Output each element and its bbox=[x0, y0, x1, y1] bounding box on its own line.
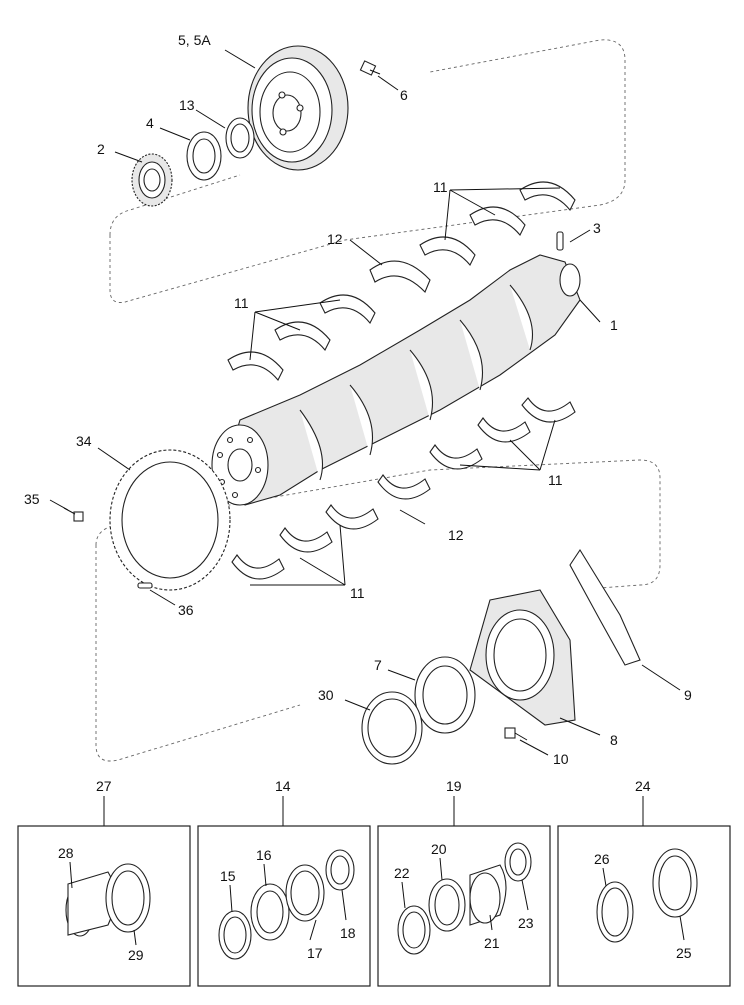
rear-seal-housing bbox=[469, 589, 576, 726]
kit-box-14 bbox=[197, 796, 371, 987]
callout-11-lower-right: 11 bbox=[548, 472, 563, 488]
callout-8: 8 bbox=[610, 732, 618, 748]
upper-dashed-outline bbox=[109, 39, 626, 303]
callout-36: 36 bbox=[178, 602, 194, 618]
rear-oil-seal-7 bbox=[414, 656, 476, 734]
callout-34: 34 bbox=[76, 433, 92, 449]
callout-19: 19 bbox=[446, 778, 462, 794]
crankshaft-gear bbox=[131, 153, 173, 207]
callout-11-upper-left: 11 bbox=[234, 295, 249, 311]
ring-bolt bbox=[63, 507, 84, 522]
kit-box-24 bbox=[557, 796, 731, 987]
callout-15: 15 bbox=[220, 868, 236, 884]
callout-30: 30 bbox=[318, 687, 334, 703]
leader-lines bbox=[49, 49, 681, 756]
housing-bolt bbox=[504, 727, 528, 741]
crankshaft bbox=[211, 254, 581, 506]
callout-12-upper: 12 bbox=[327, 231, 343, 247]
callout-35: 35 bbox=[24, 491, 40, 507]
callout-labels: 1 2 3 4 5, 5A 6 7 8 9 10 11 11 11 11 12 … bbox=[24, 32, 692, 963]
upper-main-bearings bbox=[227, 181, 576, 381]
callout-26: 26 bbox=[594, 851, 610, 867]
dowel-pin-3 bbox=[556, 231, 564, 251]
kit-box-27 bbox=[17, 796, 191, 987]
callout-17: 17 bbox=[307, 945, 323, 961]
callout-7: 7 bbox=[374, 657, 382, 673]
rear-gasket bbox=[569, 548, 641, 666]
callout-24: 24 bbox=[635, 778, 651, 794]
callout-23: 23 bbox=[518, 915, 534, 931]
callout-11-lower-left: 11 bbox=[350, 585, 365, 601]
callout-16: 16 bbox=[256, 847, 272, 863]
spacer-ring-4 bbox=[186, 131, 222, 181]
callout-5-5a: 5, 5A bbox=[178, 32, 211, 48]
pin-36 bbox=[137, 582, 153, 589]
callout-6: 6 bbox=[400, 87, 408, 103]
callout-3: 3 bbox=[593, 220, 601, 236]
callout-22: 22 bbox=[394, 865, 410, 881]
callout-10: 10 bbox=[553, 751, 569, 767]
callout-20: 20 bbox=[431, 841, 447, 857]
pulley-bolt bbox=[359, 60, 381, 76]
callout-13: 13 bbox=[179, 97, 195, 113]
callout-12-lower: 12 bbox=[448, 527, 464, 543]
callout-18: 18 bbox=[340, 925, 356, 941]
callout-2: 2 bbox=[97, 141, 105, 157]
callout-14: 14 bbox=[275, 778, 291, 794]
callout-11-upper-right: 11 bbox=[433, 179, 448, 195]
damper-pulley bbox=[247, 45, 349, 171]
callout-4: 4 bbox=[146, 115, 154, 131]
callout-29: 29 bbox=[128, 947, 144, 963]
kit-box-19 bbox=[377, 796, 551, 987]
lower-dashed-outline bbox=[95, 459, 661, 762]
callout-27: 27 bbox=[96, 778, 112, 794]
callout-21: 21 bbox=[484, 935, 500, 951]
lower-main-bearings bbox=[231, 397, 576, 580]
seal-ring-13 bbox=[225, 117, 255, 159]
callout-9: 9 bbox=[684, 687, 692, 703]
upper-dashed-outline-left bbox=[109, 174, 241, 236]
wear-ring-30 bbox=[361, 691, 423, 765]
callout-1: 1 bbox=[610, 317, 618, 333]
callout-25: 25 bbox=[676, 945, 692, 961]
timing-ring bbox=[109, 449, 231, 591]
callout-28: 28 bbox=[58, 845, 74, 861]
